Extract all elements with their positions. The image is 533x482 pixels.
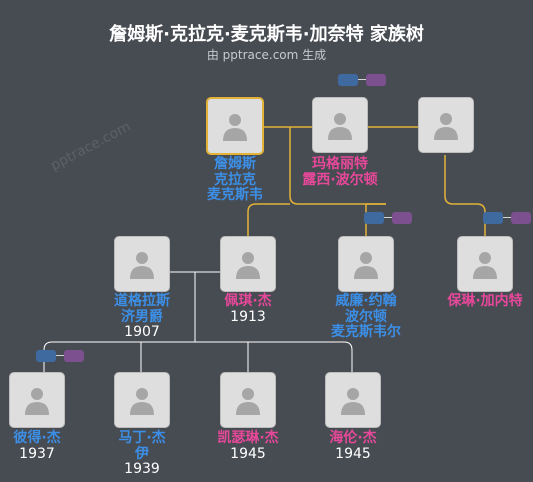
- person-label-helen: 海伦·杰 1945: [329, 430, 377, 462]
- toggle-blue-icon: [364, 212, 384, 224]
- expand-toggle-pauline[interactable]: [483, 210, 533, 224]
- toggle-blue-icon: [36, 350, 56, 362]
- person-label-james: 詹姆斯 克拉克 麦克斯韦: [207, 156, 263, 203]
- descent-line-william: [365, 203, 386, 236]
- person-label-pauline: 保琳·加内特: [447, 293, 523, 309]
- person-label-margaret: 玛格丽特 露西·波尔顿: [302, 156, 378, 188]
- person-avatar-icon: [130, 252, 154, 279]
- descent-line-main: [289, 127, 386, 205]
- expand-toggle-peter[interactable]: [36, 348, 96, 362]
- descent-line-pauline: [444, 155, 486, 236]
- toggle-blue-icon: [338, 74, 358, 86]
- children-bus: [43, 341, 353, 372]
- person-avatar-icon: [236, 388, 260, 415]
- person-avatar-icon: [341, 388, 365, 415]
- person-label-catherine: 凯瑟琳·杰 1945: [217, 430, 279, 462]
- person-avatar-icon: [354, 252, 378, 279]
- person-avatar-icon: [434, 113, 458, 140]
- page-subtitle: 由 pptrace.com 生成: [206, 48, 327, 62]
- person-label-douglas: 道格拉斯 济男爵 1907: [114, 293, 170, 340]
- person-card-helen[interactable]: [325, 372, 381, 428]
- person-avatar-icon: [473, 252, 497, 279]
- person-card-martin[interactable]: [114, 372, 170, 428]
- toggle-purple-icon: [392, 212, 412, 224]
- descent-line-peggy: [247, 203, 290, 236]
- person-card-peter[interactable]: [9, 372, 65, 428]
- person-avatar-icon: [223, 114, 247, 141]
- person-avatar-icon: [25, 388, 49, 415]
- person-avatar-icon: [236, 252, 260, 279]
- expand-toggle-william[interactable]: [364, 210, 424, 224]
- person-card-catherine[interactable]: [220, 372, 276, 428]
- toggle-blue-icon: [483, 212, 503, 224]
- page-title: 詹姆斯·克拉克·麦克斯韦·加奈特 家族树: [109, 24, 424, 45]
- toggle-purple-icon: [64, 350, 84, 362]
- person-card-peggy[interactable]: [220, 236, 276, 292]
- person-card-douglas[interactable]: [114, 236, 170, 292]
- person-label-peggy: 佩琪·杰 1913: [224, 293, 272, 325]
- expand-toggle-margaret[interactable]: [338, 72, 398, 86]
- person-card-william[interactable]: [338, 236, 394, 292]
- toggle-purple-icon: [511, 212, 531, 224]
- toggle-purple-icon: [366, 74, 386, 86]
- person-card-pauline[interactable]: [457, 236, 513, 292]
- person-card-margaret[interactable]: [312, 97, 368, 153]
- person-label-martin: 马丁·杰 伊 1939: [118, 430, 166, 477]
- person-label-william: 威廉·约翰 波尔顿 麦克斯韦尔: [331, 293, 401, 340]
- person-label-peter: 彼得·杰 1937: [13, 430, 61, 462]
- person-card-unknown[interactable]: [418, 97, 474, 153]
- person-avatar-icon: [328, 113, 352, 140]
- person-avatar-icon: [130, 388, 154, 415]
- person-card-james[interactable]: [206, 97, 264, 155]
